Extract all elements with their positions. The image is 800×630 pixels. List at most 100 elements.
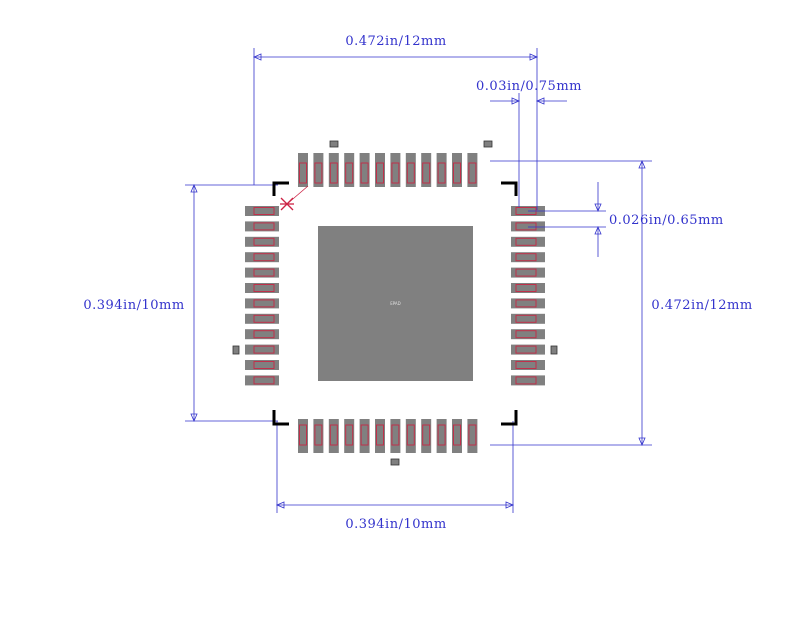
- pad-bottom-outline: [391, 424, 400, 446]
- pad-bottom: [298, 419, 308, 453]
- dimension-lines: [185, 48, 652, 513]
- pad-left-outline: [253, 330, 275, 339]
- pad-bottom: [467, 419, 478, 453]
- pad-bottom: [313, 419, 324, 453]
- pad-bottom-outline: [360, 424, 369, 446]
- dim-arrow-left-top: [190, 183, 198, 193]
- dim-arrow-bottom-right: [505, 501, 515, 509]
- fiducial-right: [550, 345, 558, 355]
- pad-bottom-outline: [299, 424, 307, 446]
- label-left-height: 0.394in/10mm: [83, 298, 184, 313]
- pad-bottom-outline: [437, 424, 446, 446]
- body-corner-top-left: [272, 181, 289, 196]
- label-top-width: 0.472in/12mm: [345, 34, 446, 49]
- pad-left-outline: [253, 253, 275, 262]
- pad-right-outline: [515, 284, 537, 292]
- pad-top-outline: [376, 162, 384, 184]
- dim-arrow-bottom-left: [275, 501, 285, 509]
- pad-right: [511, 283, 545, 293]
- pad-left-outline: [253, 314, 275, 323]
- label-bottom-width: 0.394in/10mm: [345, 517, 446, 532]
- pad-left-outline: [253, 345, 275, 354]
- pad-bottom: [390, 419, 401, 453]
- pad-left-outline: [253, 237, 275, 246]
- dimension-labels: 0.472in/12mm 0.03in/0.75mm 0.026in/0.65m…: [83, 34, 752, 532]
- pad-left: [245, 252, 279, 263]
- pad-top-outline: [406, 162, 415, 184]
- pad-top-outline: [329, 162, 338, 184]
- pad-top: [421, 153, 432, 187]
- pads-layer: EPAD: [232, 140, 558, 466]
- pad-top-outline: [360, 162, 369, 184]
- dim-arrow-spacing-top: [594, 203, 602, 213]
- pad-left-outline: [253, 299, 275, 308]
- pad-left: [245, 360, 279, 370]
- fiducial-bottom: [390, 458, 400, 466]
- pin1-leader-line: [286, 185, 309, 205]
- pad-bottom-outline: [468, 424, 477, 446]
- package-body-outline: [272, 181, 518, 426]
- pad-right: [511, 267, 545, 278]
- exposed-pad-label: EPAD: [390, 301, 401, 306]
- pad-left: [245, 283, 279, 293]
- pad-right-outline: [515, 299, 537, 308]
- pad-right: [511, 329, 545, 340]
- pad-left: [245, 221, 279, 232]
- pad-top: [298, 153, 308, 187]
- pad-left: [245, 267, 279, 278]
- pad-left: [245, 206, 279, 216]
- body-corner-top-right: [501, 181, 518, 196]
- pad-top-outline: [345, 162, 354, 184]
- pad-top-outline: [391, 162, 400, 184]
- pad-right: [511, 298, 545, 309]
- pad-right-outline: [515, 314, 537, 323]
- dim-arrow-pitch-right: [535, 97, 545, 105]
- label-pitch: 0.03in/0.75mm: [476, 79, 582, 94]
- pad-top-outline: [437, 162, 446, 184]
- pad-left-outline: [253, 207, 275, 215]
- exposed-pad: [318, 226, 473, 381]
- pad-right: [511, 252, 545, 263]
- pad-top: [452, 153, 462, 187]
- pad-bottom: [452, 419, 462, 453]
- pad-bottom: [421, 419, 432, 453]
- pad-left-outline: [253, 284, 275, 292]
- pad-left-outline: [253, 222, 275, 231]
- label-right-height: 0.472in/12mm: [651, 298, 752, 313]
- pad-left-outline: [253, 376, 275, 385]
- pad-right-outline: [515, 253, 537, 262]
- pad-bottom: [344, 419, 355, 453]
- fiducial-left: [232, 345, 240, 355]
- pad-top: [467, 153, 478, 187]
- pad-left: [245, 313, 279, 324]
- pad-right-outline: [515, 376, 537, 385]
- pad-right: [511, 375, 545, 386]
- pad-left-outline: [253, 268, 275, 277]
- pad-top: [436, 153, 447, 187]
- pad-top: [390, 153, 401, 187]
- pad-left: [245, 344, 279, 355]
- pad-bottom: [328, 419, 339, 453]
- dim-arrow-spacing-bottom: [594, 225, 602, 235]
- pad-bottom: [436, 419, 447, 453]
- pad-top: [359, 153, 370, 187]
- pad-bottom: [405, 419, 416, 453]
- pad-bottom-outline: [406, 424, 415, 446]
- fiducial-top-right: [483, 140, 493, 148]
- pad-top-outline: [422, 162, 431, 184]
- pad-top-outline: [468, 162, 477, 184]
- pad-left: [245, 375, 279, 386]
- pad-top: [313, 153, 324, 187]
- pin1-marker-icon: [280, 185, 309, 211]
- pad-right-outline: [515, 345, 537, 354]
- pad-right-outline: [515, 222, 537, 231]
- pad-right: [511, 344, 545, 355]
- pad-right: [511, 236, 545, 247]
- pad-right: [511, 221, 545, 232]
- fiducial-top-left: [329, 140, 339, 148]
- pad-right-outline: [515, 330, 537, 339]
- pad-top-outline: [314, 162, 323, 184]
- pad-bottom-outline: [422, 424, 431, 446]
- pad-left: [245, 329, 279, 340]
